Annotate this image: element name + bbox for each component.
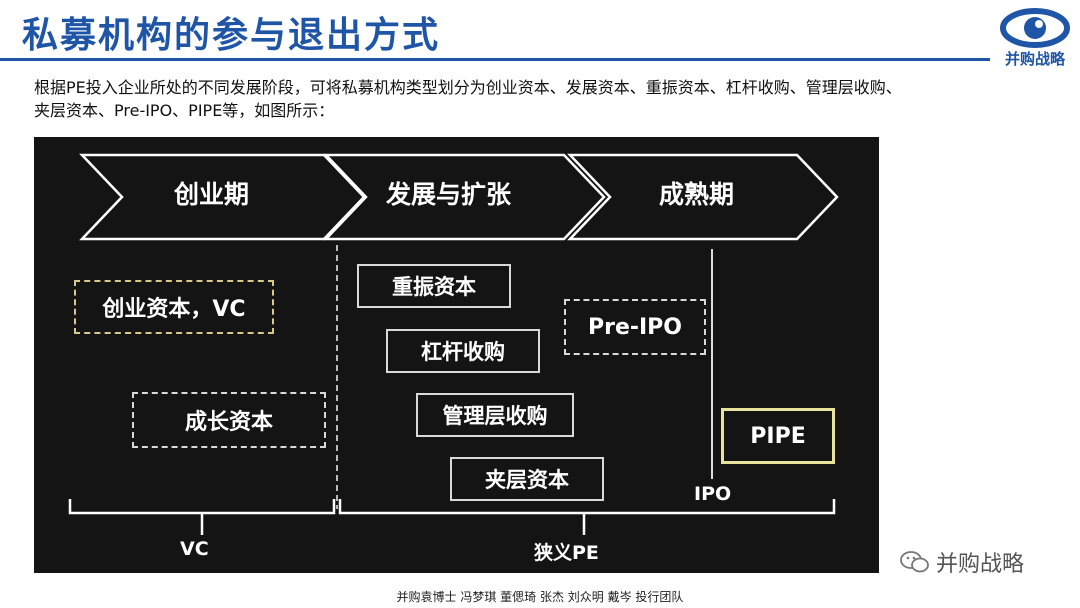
box-leveraged-buyout: 杠杆收购 [386,329,540,373]
box-venture-capital: 创业资本，VC [74,280,274,334]
title-bar: 私募机构的参与退出方式 [0,0,1080,62]
wechat-watermark: 并购战略 [900,546,1024,578]
footer-credits: 并购袁博士 冯梦琪 董偲琦 张杰 刘众明 戴岑 投行团队 [396,590,684,604]
box-pre-ipo: Pre-IPO [564,299,706,355]
box-management-buyout: 管理层收购 [416,393,574,437]
chevron-expansion [323,153,606,241]
phase-mature-label: 成熟期 [659,180,735,209]
chevron-venture [79,153,366,241]
ipo-label: IPO [694,483,732,505]
brand-logo: 并购战略 [990,4,1080,74]
pe-stage-diagram: 创业期 发展与扩张 成熟期 创业资本，VC 成长资本 重振资本 杠杆收购 管理层… [34,137,879,573]
phase-expansion-label: 发展与扩张 [386,180,512,209]
diagram-graphics [68,153,839,535]
page-title: 私募机构的参与退出方式 [22,15,441,56]
box-growth-capital: 成长资本 [132,392,326,448]
title-underline [0,58,990,61]
intro-paragraph: 根据PE投入企业所处的不同发展阶段，可将私募机构类型划分为创业资本、发展资本、重… [34,78,902,120]
wechat-icon [900,551,929,573]
logo-text: 并购战略 [1004,50,1065,68]
pe-bracket-label: 狭义PE [534,542,599,564]
pe-bracket [338,499,836,515]
vc-bracket-label: VC [180,538,209,560]
eye-icon [1000,8,1070,48]
watermark-text: 并购战略 [936,552,1025,577]
vc-bracket [68,499,336,515]
chevron-mature [567,153,839,241]
phase-venture-label: 创业期 [174,180,250,209]
box-pipe: PIPE [721,408,835,464]
box-mezzanine-capital: 夹层资本 [450,457,604,501]
box-turnaround-capital: 重振资本 [357,264,511,308]
